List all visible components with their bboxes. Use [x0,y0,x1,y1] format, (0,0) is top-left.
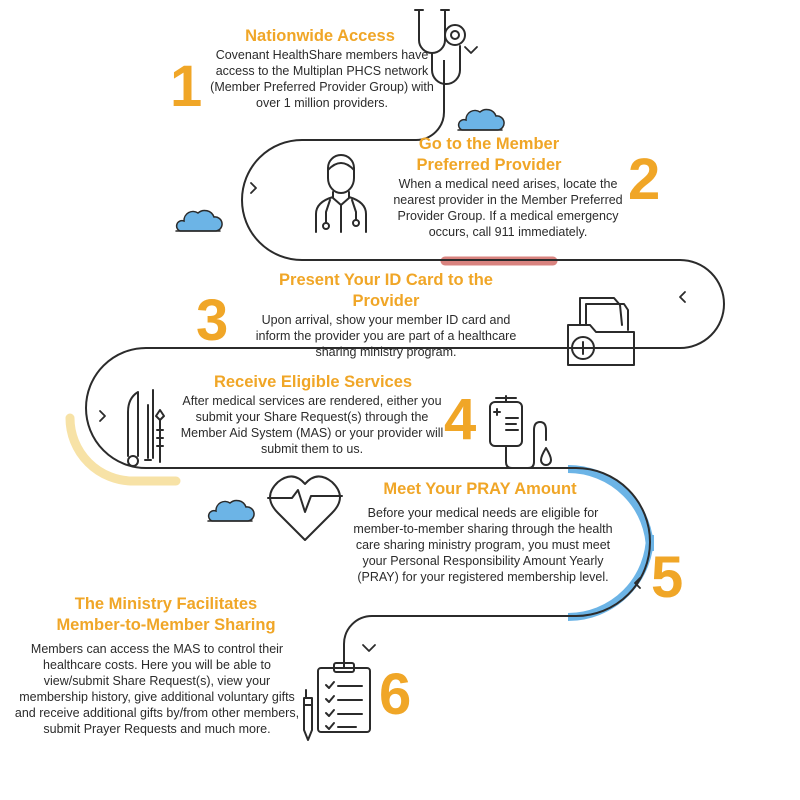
surgical-tools-icon [127,389,165,467]
step-3-title: Present Your ID Card to the Provider [279,271,493,310]
step-6-number: 6 [379,662,412,727]
step-5-text: Before your medical needs are eligible f… [353,506,613,584]
cloud-icon [175,209,223,232]
step-2-title: Go to the Member Preferred Provider [416,135,562,174]
step-6-text: Members can access the MAS to control th… [14,642,300,736]
chevron-down-icon [464,46,478,54]
step-1-text: Covenant HealthShare members have access… [210,48,434,110]
winding-path [85,60,725,668]
cloud-icon [207,499,255,522]
step-3-number: 3 [196,288,229,353]
chevron-right-icon [99,410,106,422]
stethoscope-icon [414,9,466,85]
step-5-number: 5 [651,545,684,610]
chevron-left-icon [634,577,641,589]
step-2-text: When a medical need arises, locate the n… [393,177,623,239]
cloud-icon [457,108,505,131]
step-5-title: Meet Your PRAY Amount [383,480,577,498]
highlight-yellow [65,413,181,486]
step-4-number: 4 [444,387,477,452]
clipboard-checklist-icon [303,662,371,741]
chevron-down-icon [362,644,376,652]
step-3-text: Upon arrival, show your member ID card a… [255,313,517,359]
step-1-number: 1 [170,54,203,119]
chevron-left-icon [679,291,686,303]
step-4-title: Receive Eligible Services [213,373,413,391]
doctor-icon [315,154,367,233]
step-4-text: After medical services are rendered, eit… [180,394,444,456]
step-6-title: The Ministry Facilitates Member-to-Membe… [56,595,276,634]
step-1-title: Nationwide Access [245,27,395,45]
iv-bag-icon [489,395,552,469]
medical-folder-icon [567,297,635,366]
step-2-number: 2 [628,147,661,212]
heartbeat-icon [267,475,343,541]
chevron-right-icon [250,182,257,194]
